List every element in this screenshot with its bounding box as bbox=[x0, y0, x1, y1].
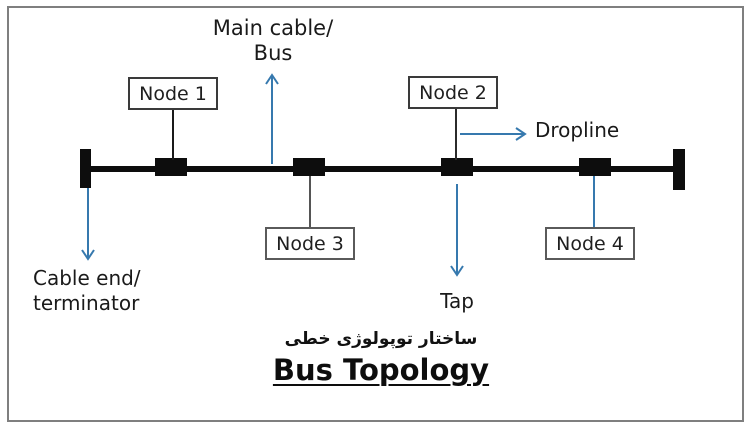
right-terminator bbox=[673, 149, 685, 190]
main-bus-cable bbox=[88, 166, 676, 172]
cable-end-label-line2: terminator bbox=[33, 291, 140, 315]
node4-dropline bbox=[593, 176, 595, 227]
tap-node4 bbox=[579, 158, 611, 176]
persian-subtitle: ساختار توپولوژی خطی bbox=[284, 329, 478, 349]
tap-node3 bbox=[293, 158, 325, 176]
dropline-label: Dropline bbox=[535, 118, 620, 142]
node-box-1: Node 1 bbox=[128, 77, 218, 110]
main-cable-label-line2: Bus bbox=[253, 41, 293, 65]
tap-node2 bbox=[441, 158, 473, 176]
tap-node1 bbox=[155, 158, 187, 176]
node-box-4: Node 4 bbox=[545, 227, 635, 260]
node2-dropline bbox=[455, 109, 457, 160]
cable-end-label-line1: Cable end/ bbox=[33, 266, 141, 290]
tap-label: Tap bbox=[440, 289, 474, 313]
node-label: Node 4 bbox=[556, 232, 624, 255]
cable-end-label: Cable end/ terminator bbox=[33, 266, 141, 316]
cable-end-arrow-down-icon bbox=[81, 188, 95, 261]
caption-block: ساختار توپولوژی خطی Bus Topology bbox=[12, 327, 750, 388]
diagram-title: Bus Topology bbox=[272, 353, 490, 387]
left-terminator bbox=[80, 149, 91, 188]
node-box-2: Node 2 bbox=[408, 76, 498, 109]
tap-arrow-down-icon bbox=[450, 184, 464, 277]
node-label: Node 1 bbox=[139, 82, 207, 105]
node-label: Node 2 bbox=[419, 81, 487, 104]
diagram-border-frame bbox=[7, 6, 744, 422]
main-cable-label: Main cable/ Bus bbox=[193, 16, 353, 66]
main-cable-arrow-up-icon bbox=[265, 73, 279, 164]
node3-dropline bbox=[309, 176, 311, 227]
main-cable-label-line1: Main cable/ bbox=[212, 16, 334, 40]
node1-dropline bbox=[172, 110, 174, 160]
node-box-3: Node 3 bbox=[265, 227, 355, 260]
dropline-arrow-right-icon bbox=[460, 127, 527, 141]
node-label: Node 3 bbox=[276, 232, 344, 255]
